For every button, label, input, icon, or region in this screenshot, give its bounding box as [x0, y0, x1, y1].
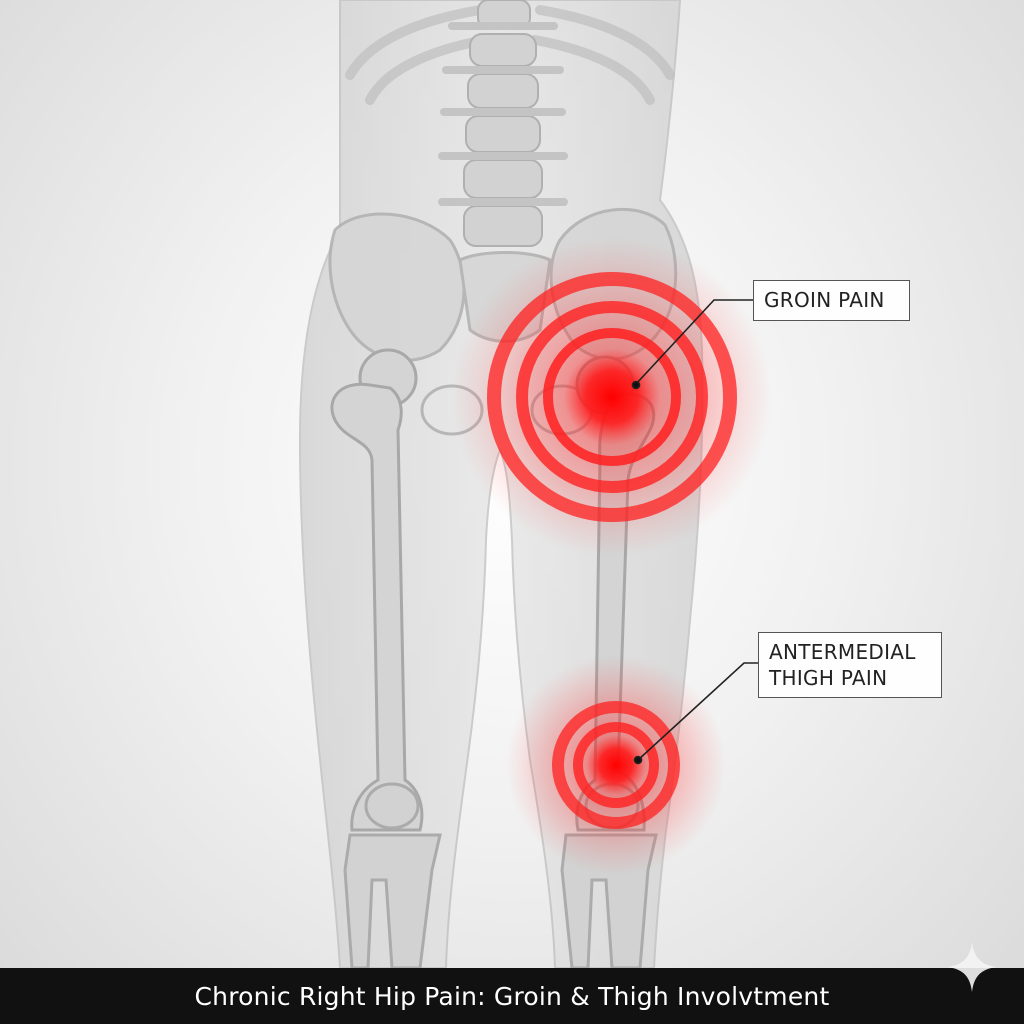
rib-cage [345, 5, 675, 105]
femur-left [330, 348, 424, 832]
thigh-leader-line [637, 662, 758, 761]
spine [438, 0, 568, 247]
caption-text: Chronic Right Hip Pain: Groin & Thigh In… [194, 981, 830, 1011]
groin-pain-label: GROIN PAIN [753, 280, 910, 321]
caption-bar: Chronic Right Hip Pain: Groin & Thigh In… [0, 968, 1024, 1024]
thigh-pain-line1: ANTERMEDIAL [769, 640, 916, 664]
thigh-pain-line2: THIGH PAIN [769, 666, 888, 690]
thigh-pain-label: ANTERMEDIAL THIGH PAIN [758, 632, 942, 698]
sparkle-icon [947, 942, 997, 992]
groin-pain-text: GROIN PAIN [764, 288, 885, 312]
groin-leader-line [635, 299, 753, 385]
thigh-pain-marker [506, 655, 726, 875]
groin-pain-marker [452, 237, 772, 557]
leader-lines [631, 299, 758, 765]
